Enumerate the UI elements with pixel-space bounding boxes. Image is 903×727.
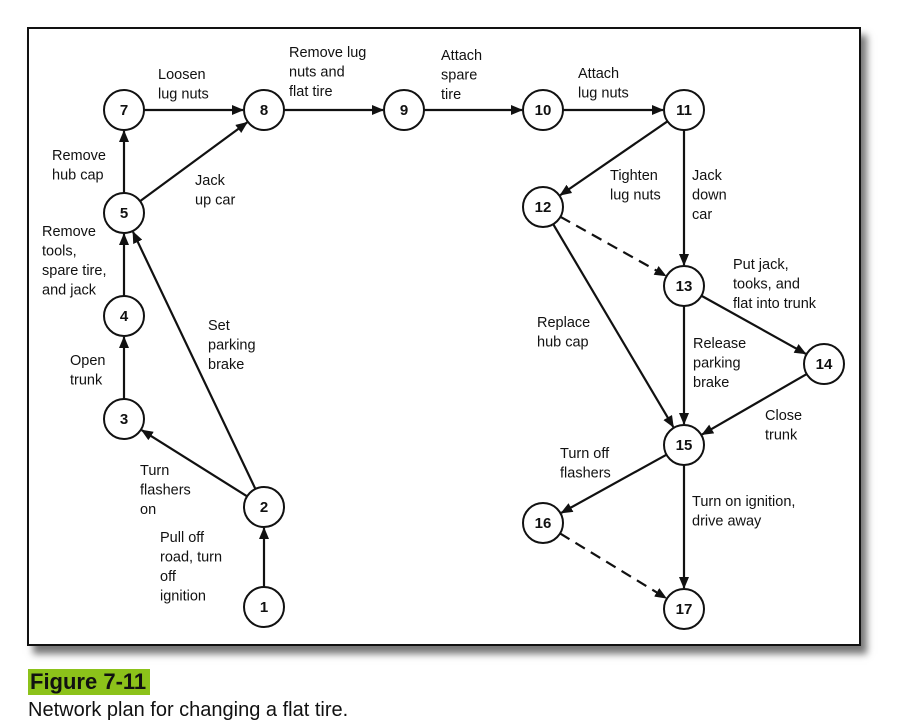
edge-label-8-9: Remove lug (289, 45, 366, 61)
edge-2-3 (140, 429, 248, 498)
diagram-frame (27, 27, 861, 646)
edge-label-15-16: flashers (560, 466, 611, 482)
edge-2-5 (132, 231, 257, 490)
node-1: 1 (243, 586, 285, 628)
node-label: 14 (816, 356, 833, 373)
edge-label-15-17: Turn on ignition, (692, 494, 795, 510)
edge-label-2-5: Set (208, 318, 230, 334)
node-label: 9 (400, 102, 408, 119)
node-15: 15 (663, 424, 705, 466)
node-4: 4 (103, 295, 145, 337)
edge-label-13-15: Release (693, 336, 746, 352)
node-10: 10 (522, 89, 564, 131)
edge-12-13 (559, 215, 667, 277)
edge-label-9-10: Attach (441, 48, 482, 64)
node-label: 4 (120, 308, 129, 325)
node-label: 12 (535, 199, 552, 216)
edge-12-15 (552, 223, 675, 428)
edge-label-12-15: hub cap (537, 335, 589, 351)
node-label: 8 (260, 102, 268, 119)
node-14: 14 (803, 343, 845, 385)
edge-label-10-11: lug nuts (578, 86, 629, 102)
edge-label-5-7: hub cap (52, 168, 104, 184)
node-12: 12 (522, 186, 564, 228)
edge-label-1-2: off (160, 569, 177, 585)
edge-15-16 (560, 453, 668, 514)
edge-14-15 (701, 373, 808, 436)
node-label: 16 (535, 515, 552, 532)
edge-label-12-15: Replace (537, 315, 590, 331)
node-11: 11 (663, 89, 705, 131)
node-5: 5 (103, 192, 145, 234)
edge-label-2-5: brake (208, 357, 244, 373)
edge-label-13-14: Put jack, (733, 257, 789, 273)
edge-label-3-4: Open (70, 353, 105, 369)
node-2: 2 (243, 486, 285, 528)
node-13: 13 (663, 265, 705, 307)
edge-label-1-2: ignition (160, 589, 206, 605)
edge-5-8 (139, 121, 248, 203)
node-label: 15 (676, 437, 693, 454)
edge-label-11-13: Jack (692, 168, 723, 184)
node-label: 1 (260, 599, 268, 616)
edge-label-2-3: Turn (140, 463, 169, 479)
edge-label-14-15: Close (765, 408, 802, 424)
node-label: 10 (535, 102, 552, 119)
node-3: 3 (103, 398, 145, 440)
node-8: 8 (243, 89, 285, 131)
edge-label-4-5: spare tire, (42, 263, 106, 279)
edge-11-12 (559, 120, 669, 197)
edge-label-4-5: Remove (42, 224, 96, 240)
edge-label-11-13: down (692, 188, 727, 204)
edge-label-15-17: drive away (692, 514, 762, 530)
node-label: 3 (120, 411, 128, 428)
edge-label-7-8: lug nuts (158, 87, 209, 103)
edge-label-7-8: Loosen (158, 67, 206, 83)
edge-label-3-4: trunk (70, 373, 103, 389)
edge-label-11-12: lug nuts (610, 188, 661, 204)
edge-label-14-15: trunk (765, 428, 798, 444)
edge-label-5-8: up car (195, 193, 235, 209)
node-label: 11 (676, 102, 692, 119)
node-label: 13 (676, 278, 693, 295)
edge-label-13-15: brake (693, 375, 729, 391)
edge-16-17 (559, 532, 667, 600)
node-label: 2 (260, 499, 268, 516)
edge-label-2-3: on (140, 502, 156, 518)
edge-label-8-9: flat tire (289, 84, 333, 100)
figure-title: Figure 7-11 (28, 669, 151, 695)
figure-caption: Network plan for changing a flat tire. (28, 699, 349, 721)
node-17: 17 (663, 588, 705, 630)
node-7: 7 (103, 89, 145, 131)
edge-label-13-14: flat into trunk (733, 296, 817, 312)
edge-label-11-13: car (692, 207, 712, 223)
edge-label-11-12: Tighten (610, 168, 658, 184)
edge-label-9-10: spare (441, 68, 477, 84)
edge-label-10-11: Attach (578, 66, 619, 82)
edge-label-15-16: Turn off (560, 446, 610, 462)
node-label: 17 (676, 601, 693, 618)
node-label: 7 (120, 102, 128, 119)
edge-label-2-5: parking (208, 338, 256, 354)
edge-label-13-15: parking (693, 356, 741, 372)
node-9: 9 (383, 89, 425, 131)
edge-label-4-5: tools, (42, 244, 77, 260)
edge-label-9-10: tire (441, 87, 461, 103)
network-diagram: Pull off road, turn off ignition Turn flasher… (42, 45, 845, 630)
edge-label-5-7: Remove (52, 148, 106, 164)
node-16: 16 (522, 502, 564, 544)
edge-label-4-5: and jack (42, 283, 97, 299)
edge-13-14 (700, 294, 807, 355)
edge-label-5-8: Jack (195, 173, 226, 189)
edge-label-1-2: road, turn (160, 550, 222, 566)
edge-label-8-9: nuts and (289, 65, 345, 81)
edge-label-13-14: tooks, and (733, 277, 800, 293)
edge-label-1-2: Pull off (160, 530, 205, 546)
node-label: 5 (120, 205, 128, 222)
edge-label-2-3: flashers (140, 483, 191, 499)
